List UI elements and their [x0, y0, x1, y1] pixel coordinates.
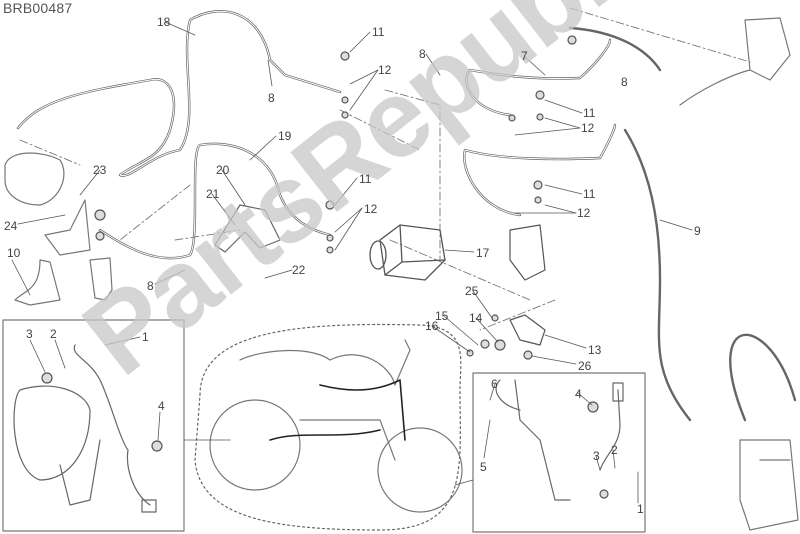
callout-label-2[interactable]: 2 [50, 327, 57, 341]
inset-rear-sensor-frame [2, 319, 185, 532]
rear-wheel-speed-sensor [13, 344, 157, 513]
callout-label-26[interactable]: 26 [578, 359, 592, 373]
callout-label-11[interactable]: 11 [583, 187, 596, 201]
diagram-code: BRB00487 [3, 0, 73, 16]
rear-master-cylinder [89, 257, 113, 301]
callout-label-3[interactable]: 3 [593, 449, 600, 463]
callout-label-17[interactable]: 17 [476, 246, 490, 260]
brake-hose-upper-right [568, 26, 662, 72]
inset-front-sensor-frame [472, 372, 646, 533]
callout-label-23[interactable]: 23 [93, 163, 107, 177]
callout-label-10[interactable]: 10 [7, 246, 21, 260]
callout-label-7[interactable]: 7 [521, 49, 528, 63]
callout-label-15[interactable]: 15 [435, 309, 449, 323]
callout-label-4[interactable]: 4 [158, 399, 165, 413]
abs-bracket-20 [214, 204, 281, 253]
callout-label-18[interactable]: 18 [157, 15, 171, 29]
callout-label-1[interactable]: 1 [637, 502, 644, 516]
callout-label-22[interactable]: 22 [292, 263, 306, 277]
assembly-guide-lines [19, 7, 751, 331]
motorcycle-detail-outline [194, 323, 462, 531]
callout-label-5[interactable]: 5 [480, 460, 487, 474]
callout-label-16[interactable]: 16 [425, 319, 439, 333]
callout-label-8[interactable]: 8 [147, 279, 154, 293]
callout-label-12[interactable]: 12 [581, 121, 595, 135]
callout-label-8[interactable]: 8 [419, 47, 426, 61]
front-wheel-speed-sensor [495, 379, 624, 501]
callout-label-8[interactable]: 8 [621, 75, 628, 89]
callout-label-13[interactable]: 13 [588, 343, 602, 357]
callout-label-25[interactable]: 25 [465, 284, 479, 298]
callout-label-20[interactable]: 20 [216, 163, 230, 177]
callout-label-4[interactable]: 4 [575, 387, 582, 401]
front-master-cylinder-lever [679, 17, 791, 106]
callout-label-21[interactable]: 21 [206, 187, 220, 201]
callout-label-11[interactable]: 11 [372, 25, 385, 39]
callout-leader-lines [11, 21, 693, 504]
callout-label-12[interactable]: 12 [378, 63, 392, 77]
callout-label-12[interactable]: 12 [364, 202, 378, 216]
heel-guard-10 [14, 199, 91, 306]
sensor-bracket-13 [509, 224, 546, 346]
callout-label-1[interactable]: 1 [142, 330, 149, 344]
brake-hose-19 [98, 142, 332, 260]
motorcycle-overview [209, 339, 463, 513]
callout-label-9[interactable]: 9 [694, 224, 701, 238]
callout-label-19[interactable]: 19 [278, 129, 292, 143]
callout-label-24[interactable]: 24 [4, 219, 18, 233]
front-brake-caliper [739, 439, 799, 531]
callout-label-14[interactable]: 14 [469, 311, 483, 325]
callout-label-12[interactable]: 12 [577, 206, 591, 220]
callout-label-2[interactable]: 2 [611, 443, 618, 457]
abs-modulator-17 [369, 224, 446, 281]
callout-label-11[interactable]: 11 [359, 172, 372, 186]
brake-hose-9 [623, 128, 797, 422]
rear-brake-caliper [4, 152, 65, 206]
callout-label-6[interactable]: 6 [491, 377, 498, 391]
callout-label-11[interactable]: 11 [583, 106, 596, 120]
callout-label-8[interactable]: 8 [268, 91, 275, 105]
small-fasteners [41, 35, 609, 499]
callout-label-3[interactable]: 3 [26, 327, 33, 341]
brake-hose-18 [16, 10, 342, 177]
